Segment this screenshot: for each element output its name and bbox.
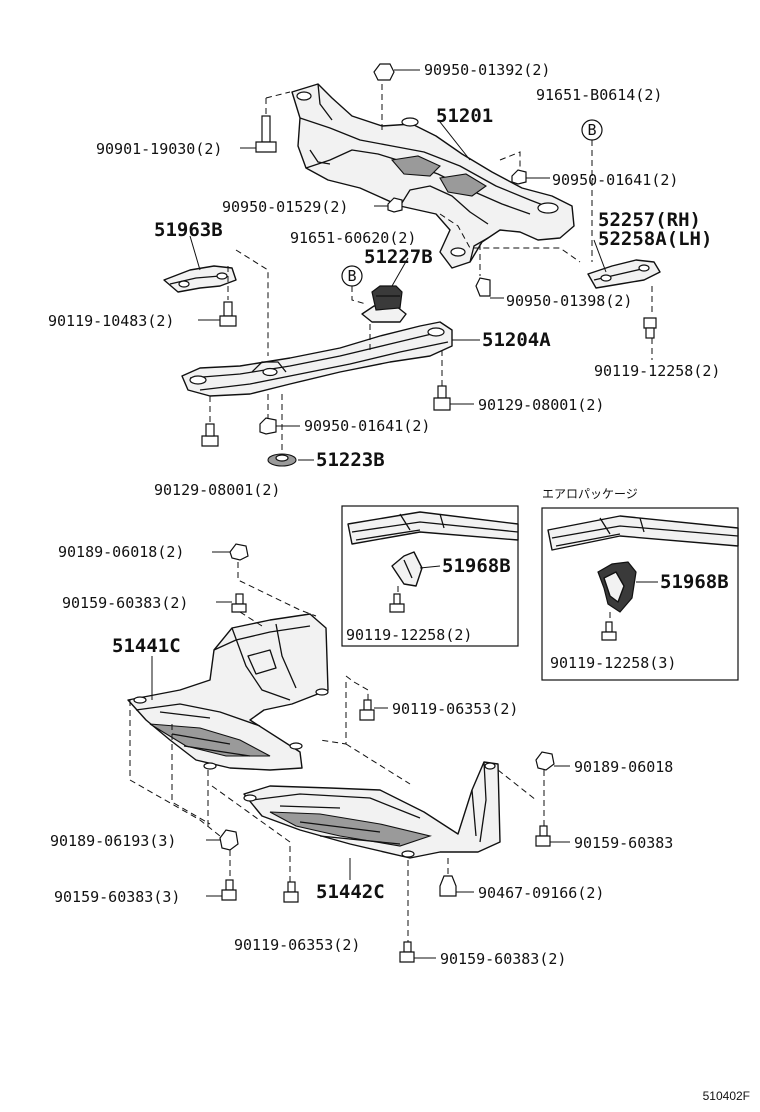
undercover-51441C[interactable]: [127, 613, 329, 771]
fastener-bolt-90119-12258-right[interactable]: [643, 317, 657, 339]
label-90189-06018-right: 90189-06018: [574, 758, 673, 776]
label-90159-60383-bottom: 90159-60383(2): [440, 950, 566, 968]
label-90129-08001-right: 90129-08001(2): [478, 396, 604, 414]
fastener-bolt-90159-60383-right[interactable]: [535, 825, 570, 847]
label-51204A: 51204A: [482, 329, 551, 351]
label-90189-06193: 90189-06193(3): [50, 832, 176, 850]
label-90467-09166: 90467-09166(2): [478, 884, 604, 902]
label-51441C: 51441C: [112, 635, 181, 657]
fastener-nut-90950-01529[interactable]: [374, 197, 403, 213]
label-90950-01641-upper: 90950-01641(2): [552, 171, 678, 189]
label-90119-12258-inset: 90119-12258(2): [346, 626, 472, 644]
label-51201: 51201: [436, 105, 493, 127]
fastener-nut-90950-01641-lower[interactable]: [259, 417, 300, 435]
bubble-marker-left: B: [341, 265, 363, 287]
fastener-rivet-90467-09166[interactable]: [439, 875, 474, 897]
fastener-bolt-90129-08001-right[interactable]: [433, 385, 474, 411]
label-90159-60383-right: 90159-60383: [574, 834, 673, 852]
cushion-51223B[interactable]: [267, 453, 297, 467]
label-aero-package: エアロパッケージ: [542, 487, 638, 501]
mount-51227B[interactable]: [361, 285, 407, 323]
label-90901-19030: 90901-19030(2): [96, 140, 222, 158]
fastener-nut-90950-01641-upper[interactable]: [511, 169, 550, 185]
label-51963B: 51963B: [154, 219, 223, 241]
undercover-51442C[interactable]: [243, 761, 501, 859]
label-90119-06353-lower: 90119-06353(2): [234, 936, 360, 954]
subframe-51201[interactable]: [291, 83, 575, 269]
fastener-bolt-90119-10483[interactable]: [198, 301, 237, 327]
bracket-51963B[interactable]: [163, 265, 237, 293]
label-90950-01529: 90950-01529(2): [222, 198, 348, 216]
label-51223B: 51223B: [316, 449, 385, 471]
label-90950-01398: 90950-01398(2): [506, 292, 632, 310]
label-90129-08001-left: 90129-08001(2): [154, 481, 280, 499]
bubble-marker-right: B: [581, 119, 603, 141]
fastener-bolt-90119-06353-lower[interactable]: [283, 881, 299, 903]
fastener-clip-90189-06018-right[interactable]: [535, 751, 570, 771]
label-90119-12258-right: 90119-12258(2): [594, 362, 720, 380]
inset-frame-standard: [341, 505, 519, 647]
alignment-lines-upper: [209, 84, 653, 454]
crossmember-51204A[interactable]: [181, 321, 453, 397]
svg-text:B: B: [587, 121, 596, 139]
part-leaders: [151, 121, 607, 880]
label-51968B-aero: 51968B: [660, 571, 729, 593]
fastener-bolt-90159-60383-bottom[interactable]: [399, 941, 436, 963]
label-91651-60620: 91651-60620(2): [290, 229, 416, 247]
fastener-clip-90189-06018-left[interactable]: [212, 543, 249, 561]
fastener-bolt-90159-60383-lower-left[interactable]: [206, 879, 237, 901]
svg-text:B: B: [347, 267, 356, 285]
fastener-clip-90189-06193[interactable]: [206, 829, 239, 851]
label-90119-06353-right: 90119-06353(2): [392, 700, 518, 718]
label-90159-60383-left: 90159-60383(2): [62, 594, 188, 612]
fastener-bolt-90129-08001-left[interactable]: [201, 423, 219, 447]
label-51968B-standard: 51968B: [442, 555, 511, 577]
label-90159-60383-lower-left: 90159-60383(3): [54, 888, 180, 906]
label-90950-01392: 90950-01392(2): [424, 61, 550, 79]
fastener-nut-90950-01392[interactable]: [373, 63, 420, 81]
label-90119-12258-aero: 90119-12258(3): [550, 654, 676, 672]
footer-diagram-code: 510402F: [703, 1089, 750, 1103]
fastener-bolt-90901-19030[interactable]: [240, 115, 277, 153]
bracket-52257-52258A[interactable]: [587, 259, 661, 289]
alignment-lines-lower: [129, 562, 545, 942]
label-90189-06018-left: 90189-06018(2): [58, 543, 184, 561]
label-52257-rh: 52257(RH): [598, 209, 701, 231]
fastener-bolt-90159-60383-left[interactable]: [216, 593, 247, 613]
fastener-bolt-90119-06353-right[interactable]: [359, 699, 388, 721]
fastener-nut-90950-01398[interactable]: [475, 277, 504, 299]
label-91651-B0614: 91651-B0614(2): [536, 86, 662, 104]
label-51442C: 51442C: [316, 881, 385, 903]
inset-frame-aero-package: [541, 507, 739, 681]
label-52258A-lh: 52258A(LH): [598, 228, 712, 250]
label-90119-10483: 90119-10483(2): [48, 312, 174, 330]
label-90950-01641-lower: 90950-01641(2): [304, 417, 430, 435]
label-51227B: 51227B: [364, 246, 433, 268]
